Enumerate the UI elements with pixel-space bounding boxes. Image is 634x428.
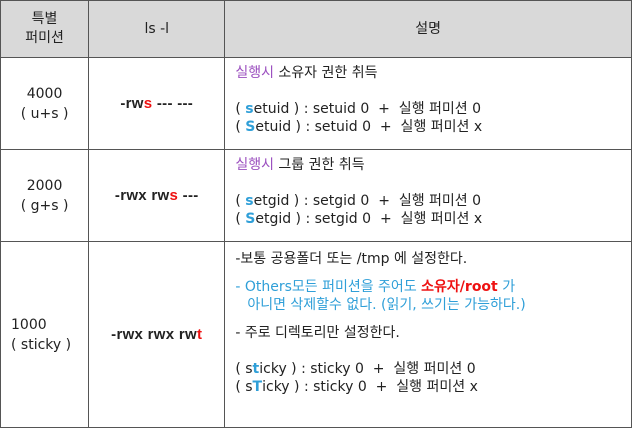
desc-line-directory: - 주로 디렉토리만 설정한다. [235,325,400,341]
perm-value: 2000 [26,177,63,194]
desc-lower-text: icky ) : sticky 0 + 실행 퍼미션 0 [259,361,476,377]
desc-lower-pre: ( [235,101,246,117]
description-cell: 실행시 그룹 권한 취득 ( setgid ) : setgid 0 + 실행 … [224,149,632,242]
desc-upper-letter: T [252,379,263,395]
ls-suffix: --- [178,187,199,204]
description-cell: -보통 공용폴더 또는 /tmp 에 설정한다. - Others모든 퍼미션을… [224,241,632,428]
desc-upper-text: etuid ) : setuid 0 + 실행 퍼미션 x [255,119,483,135]
desc-note-part3: 아니면 삭제할수 없다. (읽기, 쓰기는 가능하다.) [247,297,526,313]
perm-value: 4000 [26,85,63,102]
table-row-sticky: 1000 ( sticky ) -rwx rwx rwt -보통 공용폴더 또는… [0,241,632,428]
desc-lower-letter: s [245,193,254,209]
desc-note-owner-root: 소유자/root [421,279,498,295]
desc-title-highlight: 실행시 [235,157,274,173]
desc-upper-pre: ( [235,119,246,135]
ls-special-bit: s [169,187,179,204]
desc-upper-letter: S [245,119,256,135]
table-row-setgid: 2000 ( g+s ) -rwx rws --- 실행시 그룹 권한 취득 (… [0,149,632,242]
desc-lower-pre: ( s [235,361,253,377]
header-col1-line2: 퍼미션 [25,30,64,46]
perm-symbol: ( u+s ) [20,105,69,122]
desc-line-usage: -보통 공용폴더 또는 /tmp 에 설정한다. [235,251,468,267]
perm-cell: 2000 ( g+s ) [0,149,90,242]
desc-upper-pre: ( s [235,379,253,395]
ls-prefix: -rwx rwx rw [111,326,197,343]
desc-title: 소유자 권한 취득 [273,65,378,81]
desc-upper-letter: S [245,211,256,227]
header-ls: ls -l [88,0,226,58]
ls-special-bit: t [197,326,203,343]
desc-lower-text: etgid ) : setgid 0 + 실행 퍼미션 0 [253,193,482,209]
ls-suffix: --- --- [152,95,194,112]
ls-cell: -rws --- --- [88,57,226,150]
desc-lower-text: etuid ) : setuid 0 + 실행 퍼미션 0 [253,101,482,117]
ls-prefix: -rw [120,95,144,112]
desc-upper-text: etgid ) : setgid 0 + 실행 퍼미션 x [255,211,483,227]
description-cell: 실행시 소유자 권한 취득 ( setuid ) : setuid 0 + 실행… [224,57,632,150]
desc-upper-pre: ( [235,211,246,227]
header-special-permission: 특별 퍼미션 [0,0,90,58]
desc-lower-pre: ( [235,193,246,209]
perm-cell: 1000 ( sticky ) [0,241,90,428]
perm-symbol: ( sticky ) [11,336,72,353]
desc-upper-text: icky ) : sticky 0 + 실행 퍼미션 x [262,379,478,395]
header-description: 설명 [224,0,632,58]
desc-note-part1: - Others모든 퍼미션을 주어도 [235,279,422,295]
perm-cell: 4000 ( u+s ) [0,57,90,150]
ls-cell: -rwx rws --- [88,149,226,242]
desc-note-part2: 가 [497,279,516,295]
perm-symbol: ( g+s ) [20,197,69,214]
header-col1-line1: 특별 [31,11,58,27]
perm-value: 1000 [11,316,47,333]
ls-cell: -rwx rwx rwt [88,241,226,428]
ls-prefix: -rwx rw [114,187,170,204]
desc-title: 그룹 권한 취득 [273,157,365,173]
desc-title-highlight: 실행시 [235,65,274,81]
desc-lower-letter: s [245,101,254,117]
desc-lower-letter: t [252,361,260,377]
table-row-setuid: 4000 ( u+s ) -rws --- --- 실행시 소유자 권한 취득 … [0,57,632,150]
header-row: 특별 퍼미션 ls -l 설명 [0,0,632,58]
ls-special-bit: s [143,95,153,112]
